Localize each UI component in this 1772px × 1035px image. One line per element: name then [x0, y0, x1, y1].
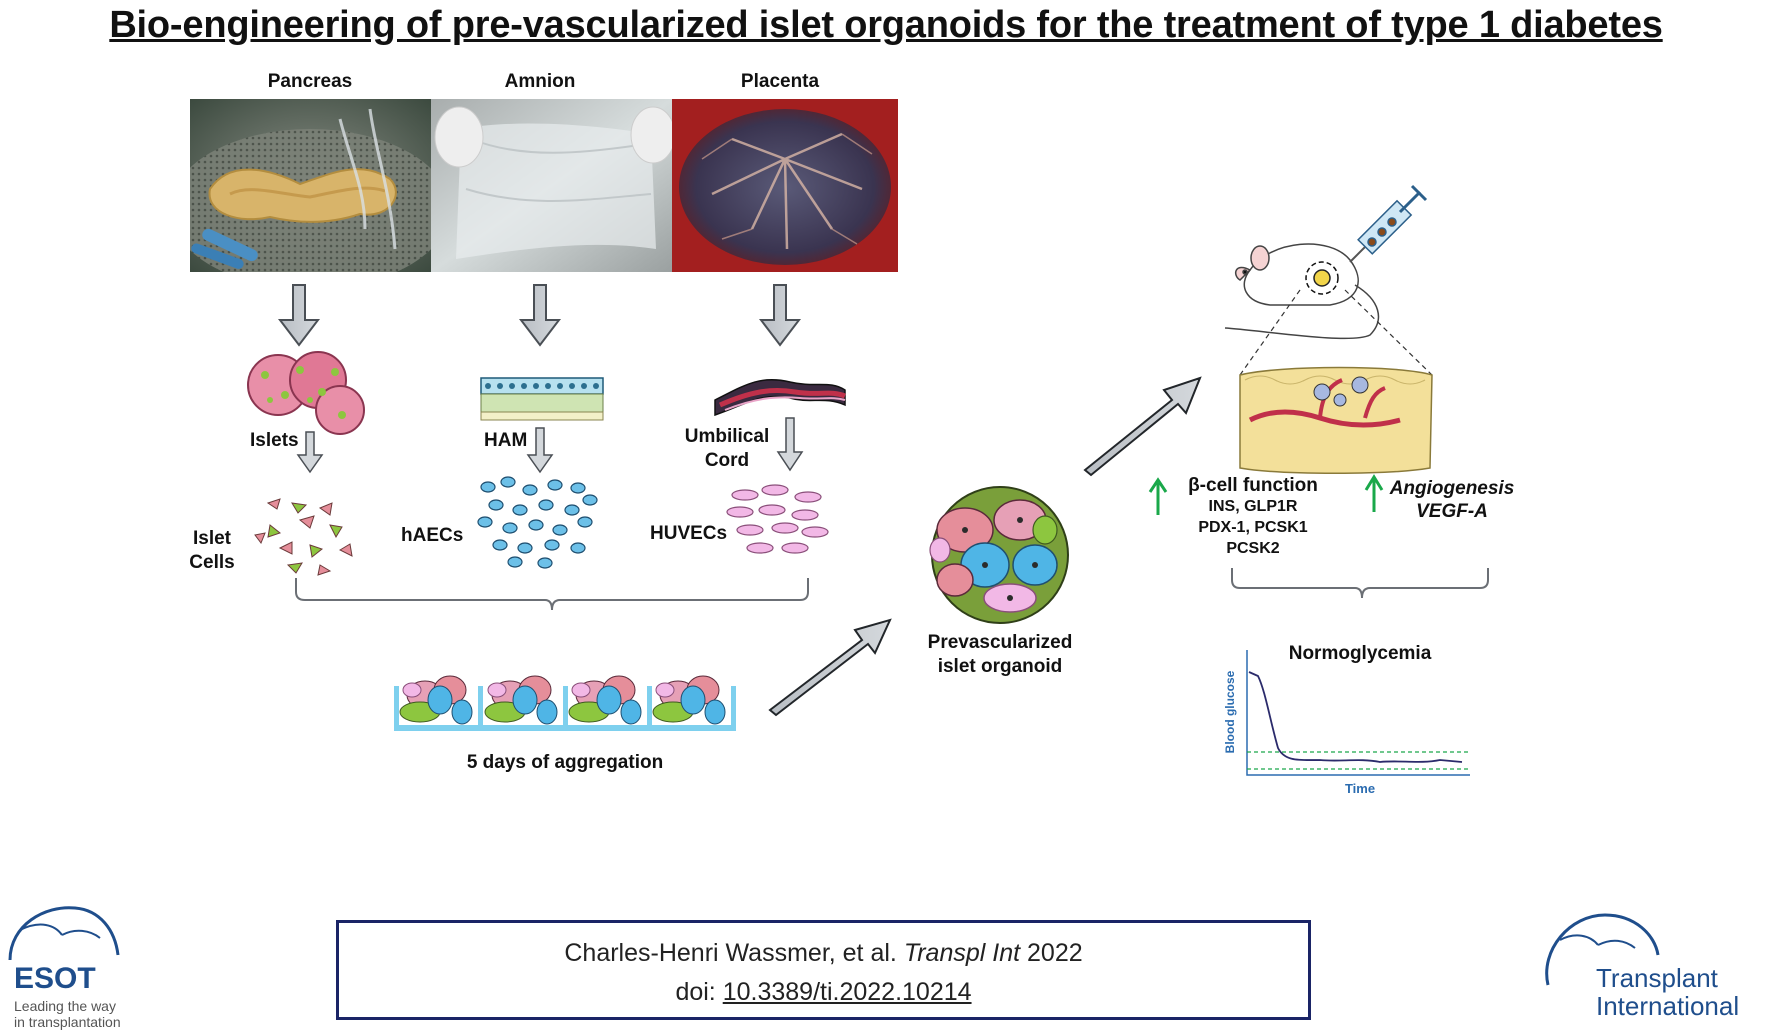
down-arrow-amnion — [518, 284, 562, 347]
green-up-arrow-angio — [1364, 474, 1384, 512]
esot-logo-text: ESOT — [14, 962, 96, 995]
aggregate-3 — [568, 675, 642, 725]
graph-ylabel: Blood glucose — [1223, 670, 1237, 754]
huvecs-illustration — [726, 484, 829, 554]
citation-box: Charles-Henri Wassmer, et al. Transpl In… — [336, 920, 1311, 1020]
green-up-arrow-beta — [1148, 477, 1168, 515]
islets-label: Islets — [250, 430, 299, 451]
placenta-label: Placenta — [740, 71, 820, 92]
diagonal-arrow-to-organoid — [768, 618, 892, 717]
aggregate-2 — [484, 675, 558, 725]
small-arrow-islets — [296, 431, 324, 474]
huvecs-label: HUVECs — [650, 523, 728, 544]
down-arrow-pancreas — [277, 284, 321, 347]
tissue-block-illustration — [1239, 366, 1433, 474]
citation-year: 2022 — [1027, 939, 1083, 967]
aggregate-4 — [652, 675, 726, 725]
pancreas-label: Pancreas — [267, 71, 353, 92]
aggregation-wells — [394, 686, 736, 731]
haecs-illustration — [477, 476, 598, 569]
esot-logo — [8, 906, 120, 961]
outcomes-bracket — [1231, 568, 1489, 599]
doi-line: doi: 10.3389/ti.2022.10214 — [339, 978, 1308, 1007]
small-arrow-cord — [776, 417, 804, 472]
down-arrow-placenta — [758, 284, 802, 347]
figure-title: Bio-engineering of pre-vascularized isle… — [109, 4, 1663, 46]
syringe-illustration — [1349, 184, 1428, 263]
ti-logo — [1545, 913, 1660, 986]
aggregate-1 — [399, 675, 473, 725]
organoid-illustration — [929, 486, 1069, 624]
angiogenesis-outcome: Angiogenesis VEGF-A — [1389, 478, 1515, 522]
placenta-photo — [672, 99, 898, 272]
pancreas-photo — [190, 99, 432, 272]
graph-xlabel: Time — [1344, 781, 1376, 796]
doi-link[interactable]: 10.3389/ti.2022.10214 — [722, 978, 972, 1006]
citation-authors: Charles-Henri Wassmer, et al. — [564, 939, 897, 967]
glucose-graph — [1246, 650, 1470, 776]
citation-line: Charles-Henri Wassmer, et al. Transpl In… — [339, 939, 1308, 968]
diagonal-arrow-to-mouse — [1083, 376, 1202, 477]
amnion-label: Amnion — [504, 71, 576, 92]
citation-journal: Transpl Int — [903, 939, 1021, 967]
umbilical-cord-illustration — [714, 378, 846, 417]
small-arrow-ham — [526, 427, 554, 474]
doi-prefix: doi: — [675, 978, 716, 1006]
ham-illustration — [480, 377, 604, 421]
haecs-label: hAECs — [401, 525, 464, 546]
graph-title: Normoglycemia — [1288, 643, 1432, 664]
aggregation-label: 5 days of aggregation — [466, 752, 664, 773]
ham-label: HAM — [484, 430, 528, 451]
islet-cells-illustration — [254, 498, 353, 576]
beta-cell-outcome: β-cell function INS, GLP1R PDX-1, PCSK1 … — [1188, 475, 1318, 557]
amnion-photo — [431, 99, 673, 272]
cells-bracket — [295, 578, 809, 611]
islets-illustration — [247, 351, 365, 435]
mouse-illustration — [1224, 243, 1380, 340]
